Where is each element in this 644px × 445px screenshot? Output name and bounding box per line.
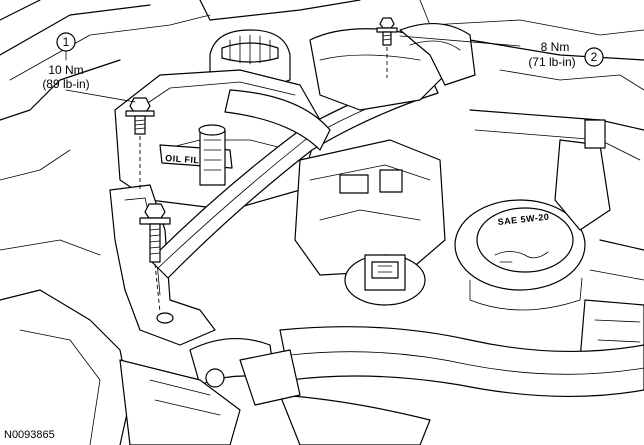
figure-id: N0093865 [4, 429, 55, 441]
leader-lines [65, 35, 521, 103]
callout-2-torque-metric: 8 Nm [541, 40, 570, 54]
callout-2-circle [584, 47, 604, 67]
callout-1-number: 1 [63, 35, 70, 49]
bolt-2 [376, 17, 398, 78]
lower-left-components [119, 349, 301, 445]
radiator-support [199, 0, 644, 91]
bolt-1-upper [125, 97, 155, 190]
bolt-1-lower [139, 203, 171, 313]
callout-2-number: 2 [591, 50, 598, 64]
sensor-connector [344, 254, 426, 306]
callout-2-torque-imperial: (71 lb-in) [528, 55, 575, 69]
callout-1-torque-imperial: (89 lb-in) [42, 77, 89, 91]
oil-filler-cap: SAE 5W-20 [454, 199, 586, 311]
fender-panel [0, 0, 211, 445]
throttle-body [294, 139, 446, 276]
callout-2: 2 8 Nm (71 lb-in) [528, 40, 604, 69]
intake-hoses [224, 22, 476, 151]
callout-1-torque-metric: 10 Nm [48, 63, 83, 77]
oil-fill-text: OIL FILL [165, 153, 206, 166]
callout-1: 1 10 Nm (89 lb-in) [42, 32, 90, 91]
callout-1-circle [56, 32, 76, 52]
